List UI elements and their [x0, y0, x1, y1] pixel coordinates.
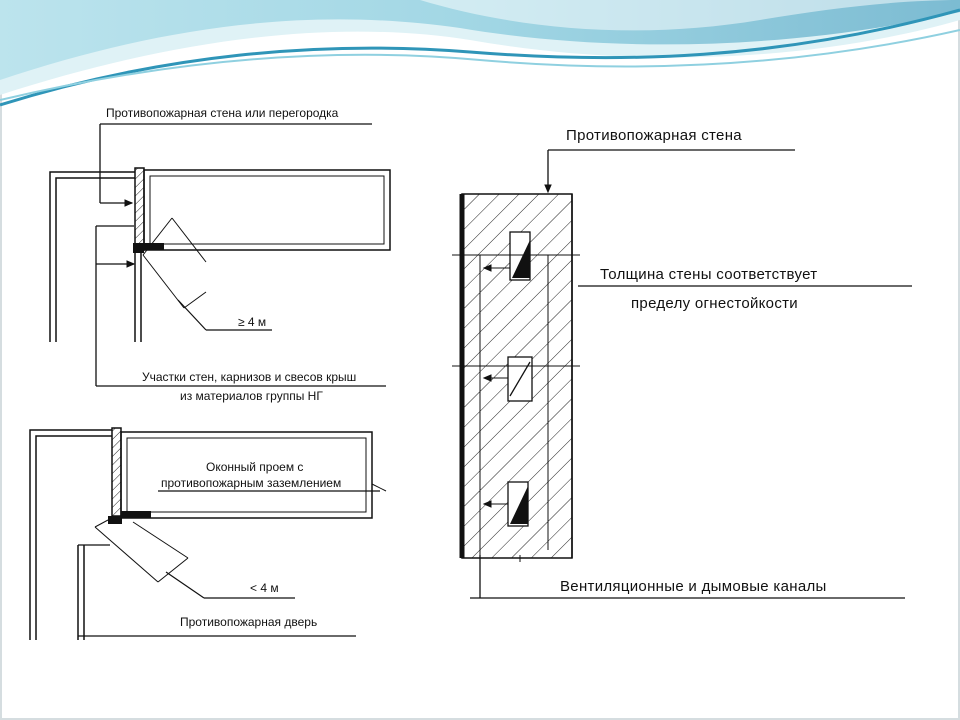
top-left-sections-label-line2: из материалов группы НГ [180, 389, 323, 403]
bottom-left-window-label-line2: противопожарным заземлением [161, 476, 341, 490]
top-left-sections-label-line1: Участки стен, карнизов и свесов крыш [142, 370, 356, 384]
diagram-right [452, 149, 912, 599]
right-channels-label: Вентиляционные и дымовые каналы [560, 578, 827, 595]
right-thickness-label-line2: пределу огнестойкости [631, 295, 798, 312]
bottom-left-distance-label: < 4 м [250, 581, 279, 595]
bottom-left-window-label-line1: Оконный проем с [206, 460, 303, 474]
bottom-left-door-label: Противопожарная дверь [180, 615, 317, 629]
right-wall-label: Противопожарная стена [566, 127, 742, 144]
diagram-bottom-left [29, 427, 387, 640]
header-waves [0, 0, 960, 107]
top-left-wall-label: Противопожарная стена или перегородка [106, 106, 339, 120]
right-thickness-label-line1: Толщина стены соответствует [600, 266, 817, 283]
top-left-distance-label: ≥ 4 м [238, 315, 266, 329]
diagram-top-left [49, 123, 391, 387]
